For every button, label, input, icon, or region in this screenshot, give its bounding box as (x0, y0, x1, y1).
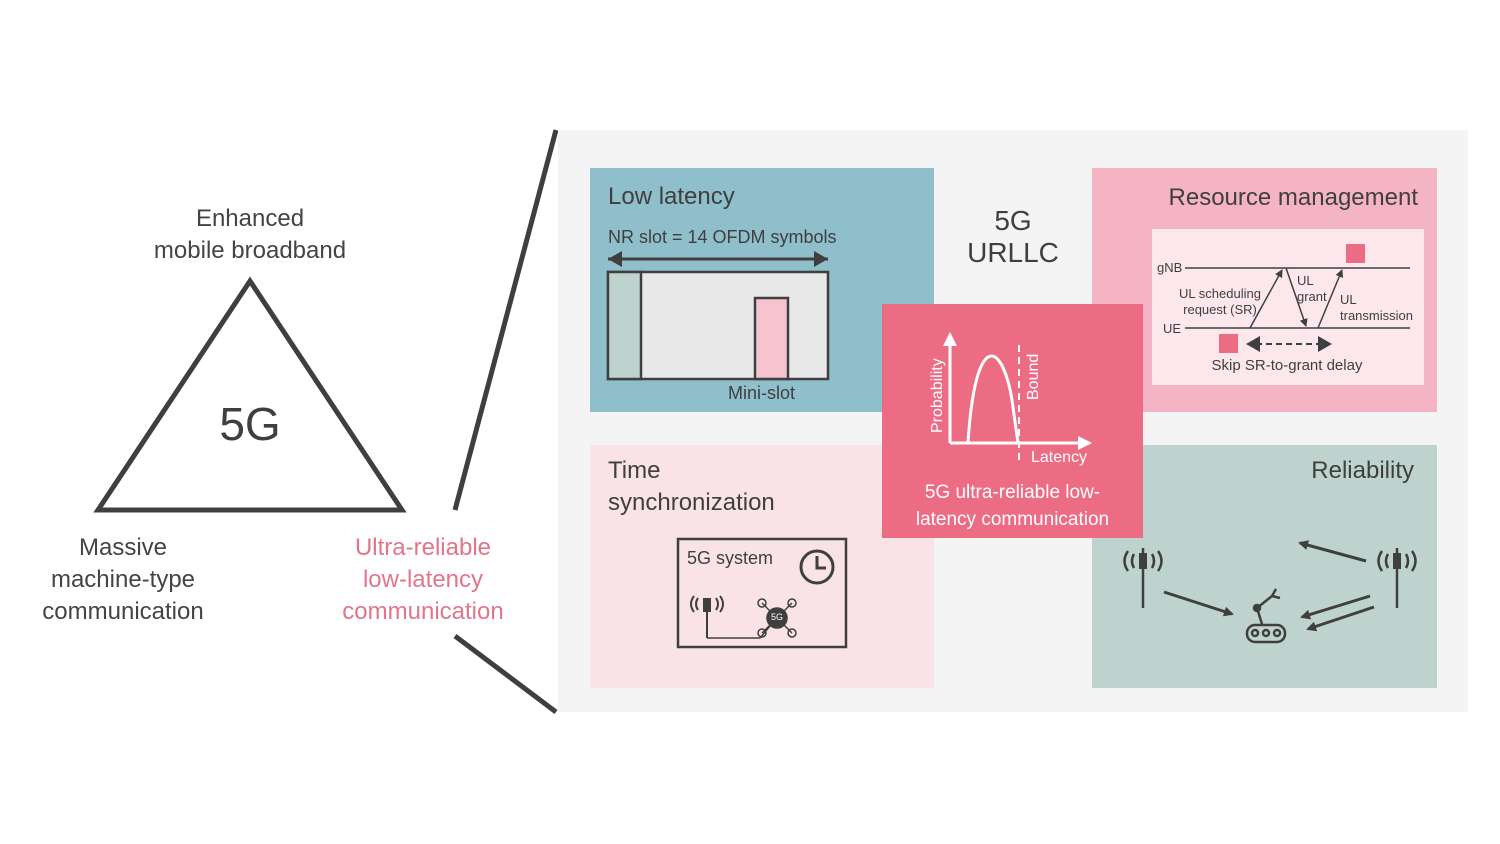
left-tower-icon (1123, 548, 1163, 608)
mini-slot-block (753, 296, 790, 381)
resource-management-title: Resource management (1168, 184, 1418, 211)
5g-system-box (676, 537, 848, 649)
bound-label: Bound (1025, 353, 1042, 400)
right-tower-icon (1377, 548, 1417, 608)
time-sync-title: Time synchronization (608, 457, 775, 516)
clock-icon (799, 549, 835, 585)
hub-5g-label: 5G (770, 612, 783, 622)
low-latency-title: Low latency (608, 183, 735, 210)
grant-label: UL grant (1297, 273, 1327, 304)
gnb-label: gNB (1157, 260, 1183, 275)
transmission-label: UL transmission (1340, 292, 1413, 323)
gnb-data-block (1346, 244, 1365, 263)
resource-diagram-box (1152, 229, 1424, 385)
sr-arrow (1249, 269, 1283, 329)
urllc-card-caption: 5G ultra-reliable low- latency communica… (915, 482, 1110, 530)
zoom-line-bottom (453, 634, 558, 714)
grant-arrow (1285, 267, 1308, 327)
ue-data-block (1219, 334, 1238, 353)
skip-delay-label: Skip SR-to-grant delay (1211, 357, 1363, 374)
reliability-arrow-4 (1306, 605, 1375, 632)
sr-label: UL scheduling request (SR) (1179, 286, 1261, 317)
mini-slot-label: Mini-slot (728, 383, 796, 403)
slot-control-region (606, 270, 643, 381)
antenna-icon (690, 595, 724, 638)
ue-label: UE (1163, 321, 1182, 336)
zoom-line-top (452, 129, 559, 511)
latency-axis-label: Latency (1031, 449, 1088, 466)
reliability-title: Reliability (1311, 457, 1414, 484)
probability-axis-label: Probability (929, 358, 946, 433)
triangle-center-label: 5G (219, 398, 281, 450)
reliability-arrow-1 (1163, 590, 1234, 617)
5g-triangle (93, 276, 407, 513)
reliability-arrow-2 (1298, 540, 1367, 563)
urllc-card (882, 304, 1143, 538)
robot-icon (1245, 588, 1287, 644)
triangle-right-label: Ultra-reliable low-latency communication (342, 534, 504, 625)
triangle-top-label: Enhanced mobile broadband (153, 205, 347, 264)
5g-system-label: 5G system (687, 548, 774, 568)
network-hub-icon (757, 598, 797, 638)
transmission-arrow (1317, 269, 1344, 329)
nr-slot (606, 270, 830, 381)
urllc-title: 5G URLLC (967, 205, 1059, 268)
triangle-left-label: Massive machine-type communication (42, 534, 204, 625)
reliability-arrow-3 (1300, 594, 1371, 620)
latency-distribution-curve (966, 354, 1020, 444)
nr-slot-label: NR slot = 14 OFDM symbols (608, 227, 837, 247)
